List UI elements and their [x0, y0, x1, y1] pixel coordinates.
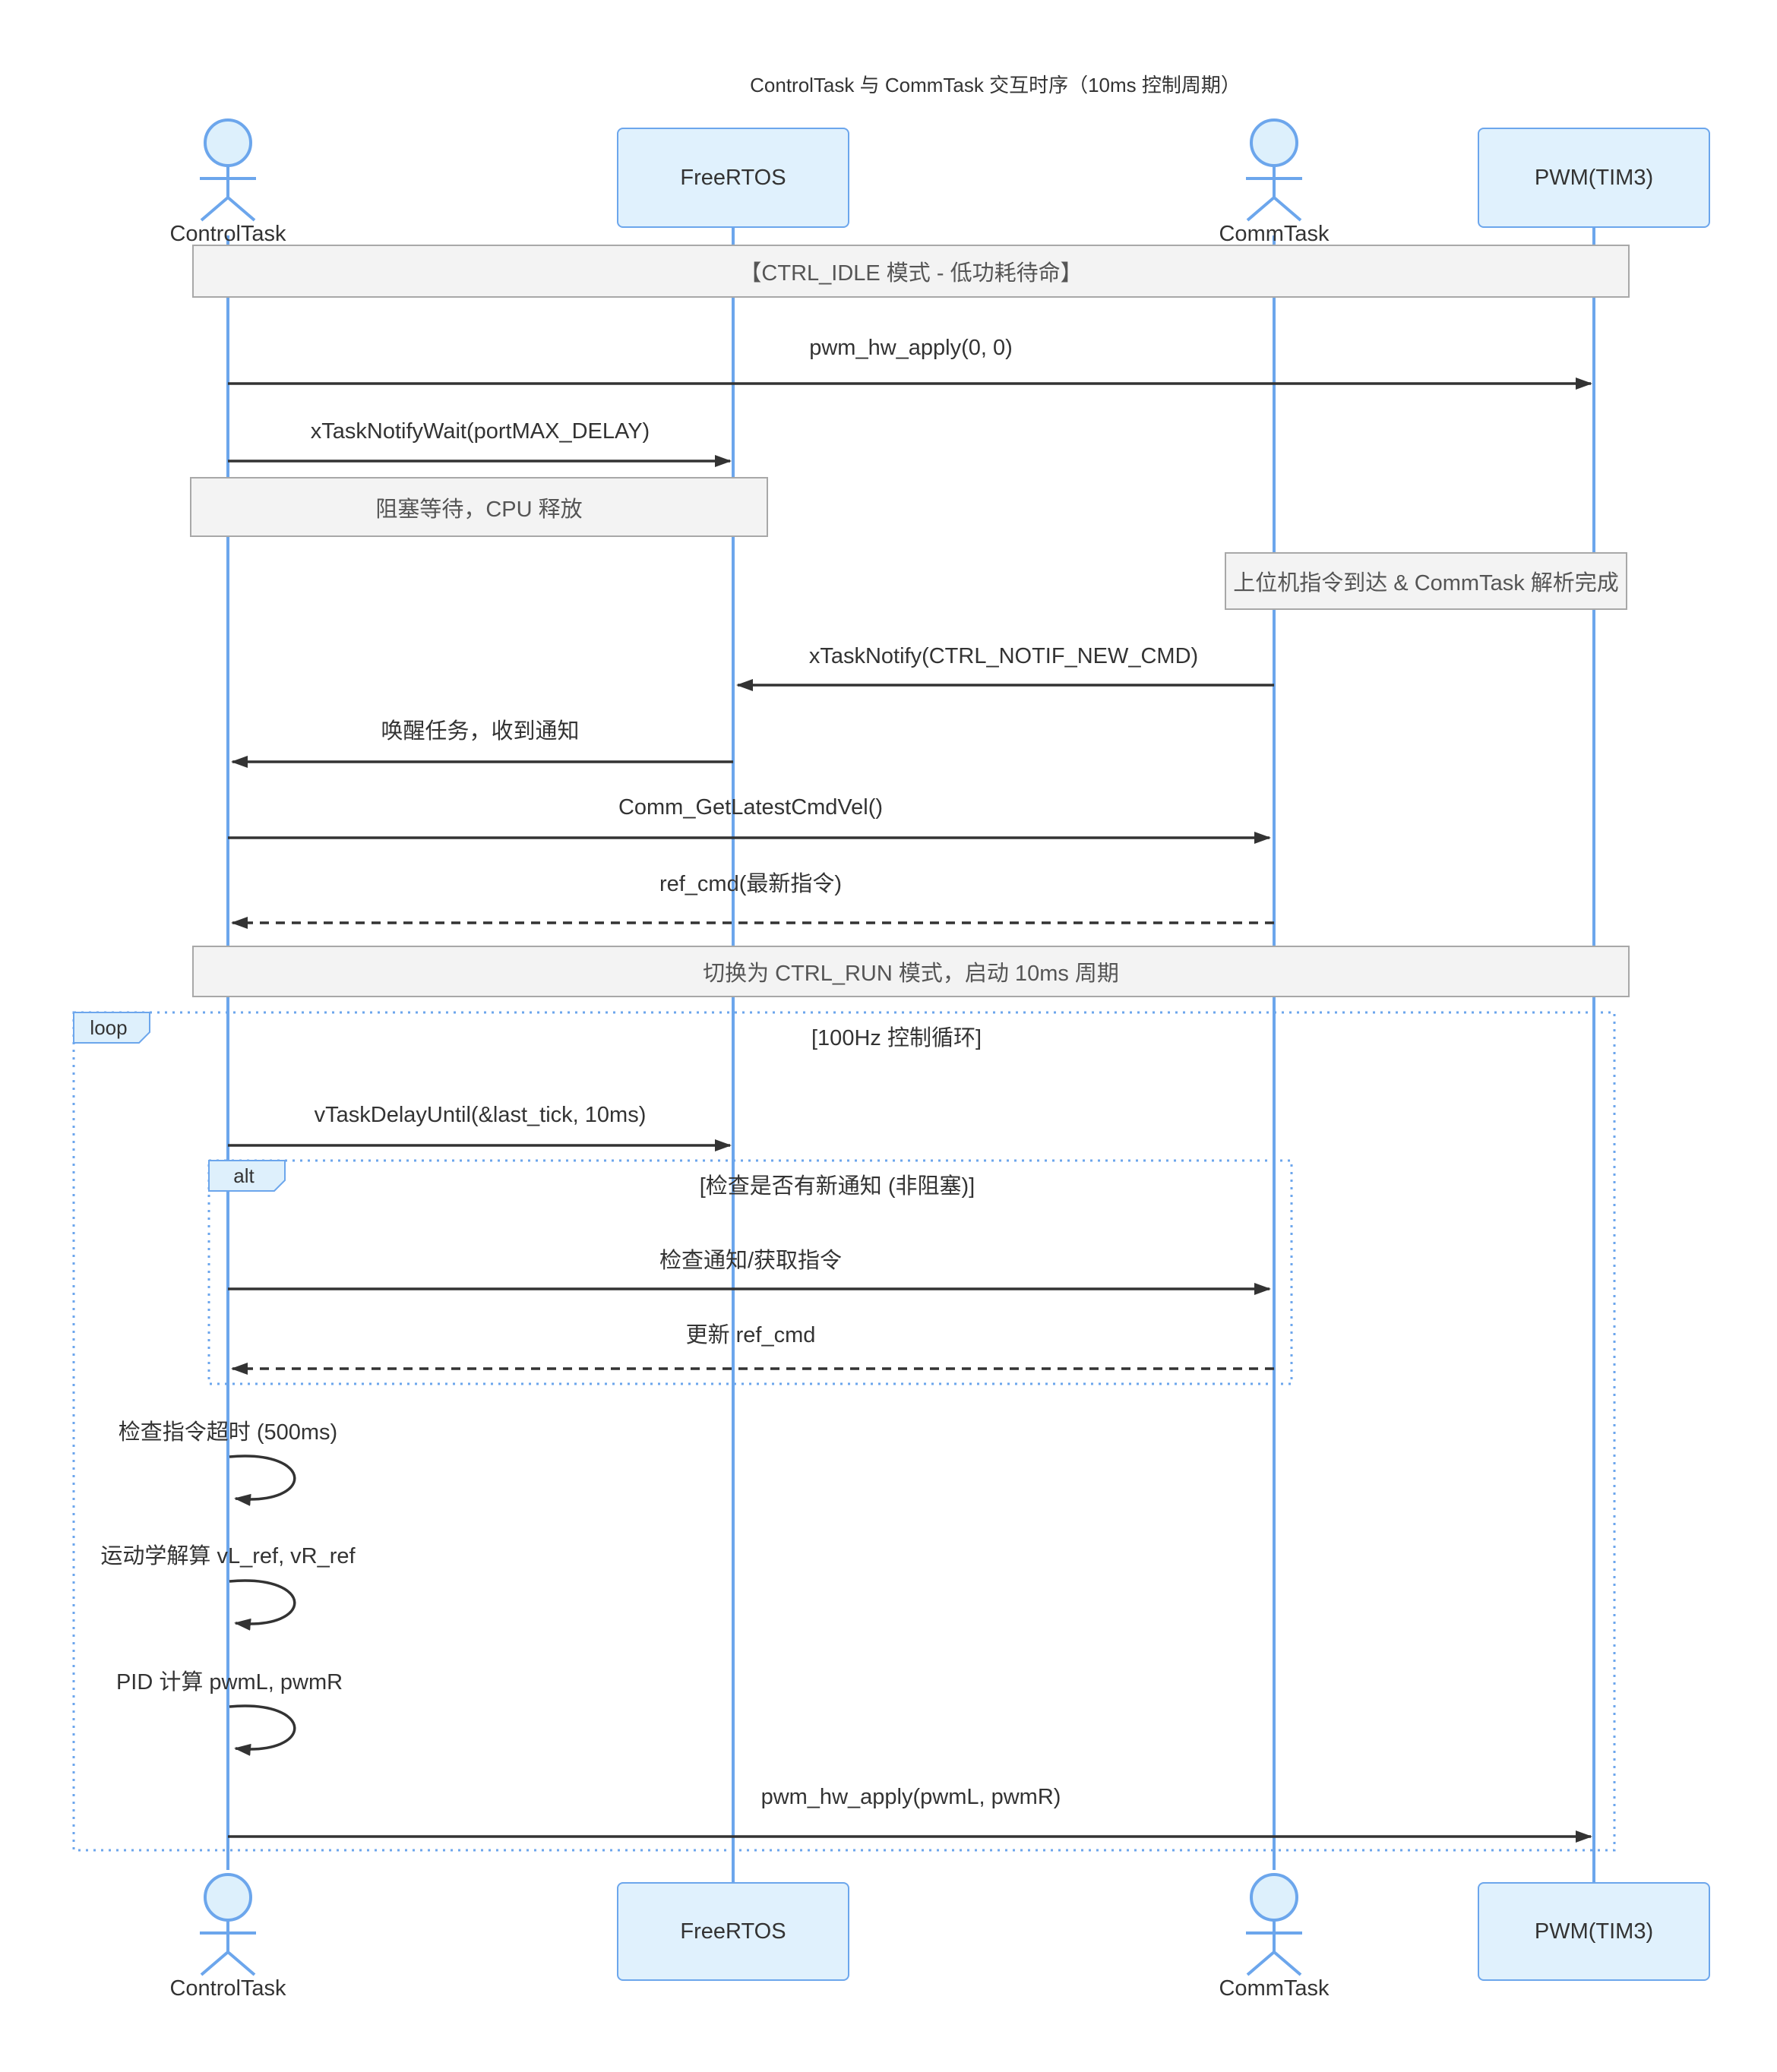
- message-pwm-apply-zero: pwm_hw_apply(0, 0): [809, 336, 1013, 360]
- message-pid-compute: PID 计算 pwmL, pwmR: [115, 1670, 343, 1695]
- participant-box-pwm-bottom: PWM(TIM3): [1478, 1882, 1710, 1981]
- alt-frame-condition: [检查是否有新通知 (非阻塞)]: [699, 1174, 975, 1199]
- self-arrow-check-timeout: [229, 1455, 296, 1506]
- actor-label-controltask-top: ControlTask: [169, 222, 286, 246]
- actor-icon-controltask-top: [200, 118, 256, 222]
- participant-box-freertos-bottom: FreeRTOS: [617, 1882, 849, 1981]
- note-host-command-text: 上位机指令到达 & CommTask 解析完成: [1233, 571, 1619, 595]
- self-arrow-kinematics: [229, 1579, 296, 1631]
- message-get-latest-cmd: Comm_GetLatestCmdVel(): [618, 795, 884, 820]
- message-check-notify: 检查通知/获取指令: [659, 1249, 843, 1273]
- alt-label-tab: [208, 1160, 286, 1192]
- note-host-command-arrival: 上位机指令到达 & CommTask 解析完成: [1225, 552, 1627, 610]
- actor-label-commtask-top: CommTask: [1219, 222, 1330, 246]
- actor-icon-controltask-bottom: [200, 1873, 256, 1976]
- message-task-notify-wait: xTaskNotifyWait(portMAX_DELAY): [310, 419, 650, 444]
- note-run-mode-banner: 切换为 CTRL_RUN 模式，启动 10ms 周期: [192, 946, 1630, 997]
- message-update-ref-cmd: 更新 ref_cmd: [685, 1323, 816, 1347]
- actor-icon-commtask-top: [1246, 118, 1302, 222]
- participant-box-freertos-top: FreeRTOS: [617, 128, 849, 228]
- alt-frame-label: alt: [233, 1164, 255, 1187]
- loop-label-tab: [73, 1012, 150, 1044]
- message-wake-up: 唤醒任务，收到通知: [381, 719, 580, 744]
- alt-frame: [207, 1159, 1293, 1385]
- diagram-title: ControlTask 与 CommTask 交互时序（10ms 控制周期）: [750, 74, 1241, 96]
- message-check-timeout: 检查指令超时 (500ms): [118, 1420, 338, 1445]
- self-arrow-pid-compute: [229, 1704, 296, 1756]
- actor-label-commtask-bottom: CommTask: [1219, 1976, 1330, 2001]
- loop-frame: [72, 1011, 1616, 1852]
- loop-frame-condition: [100Hz 控制循环]: [811, 1026, 982, 1050]
- loop-frame-label: loop: [90, 1016, 128, 1039]
- message-delay-until: vTaskDelayUntil(&last_tick, 10ms): [314, 1103, 647, 1127]
- note-blocking-wait: 阻塞等待，CPU 释放: [190, 477, 768, 537]
- actor-icon-commtask-bottom: [1246, 1873, 1302, 1976]
- participant-box-pwm-top: PWM(TIM3): [1478, 128, 1710, 228]
- note-idle-mode-banner: 【CTRL_IDLE 模式 - 低功耗待命】: [192, 245, 1630, 298]
- message-task-notify-new-cmd: xTaskNotify(CTRL_NOTIF_NEW_CMD): [808, 644, 1199, 668]
- message-ref-cmd-return: ref_cmd(最新指令): [659, 872, 843, 896]
- actor-label-controltask-bottom: ControlTask: [169, 1976, 286, 2001]
- message-kinematics: 运动学解算 vL_ref, vR_ref: [100, 1544, 356, 1568]
- message-pwm-apply-run: pwm_hw_apply(pwmL, pwmR): [760, 1785, 1061, 1809]
